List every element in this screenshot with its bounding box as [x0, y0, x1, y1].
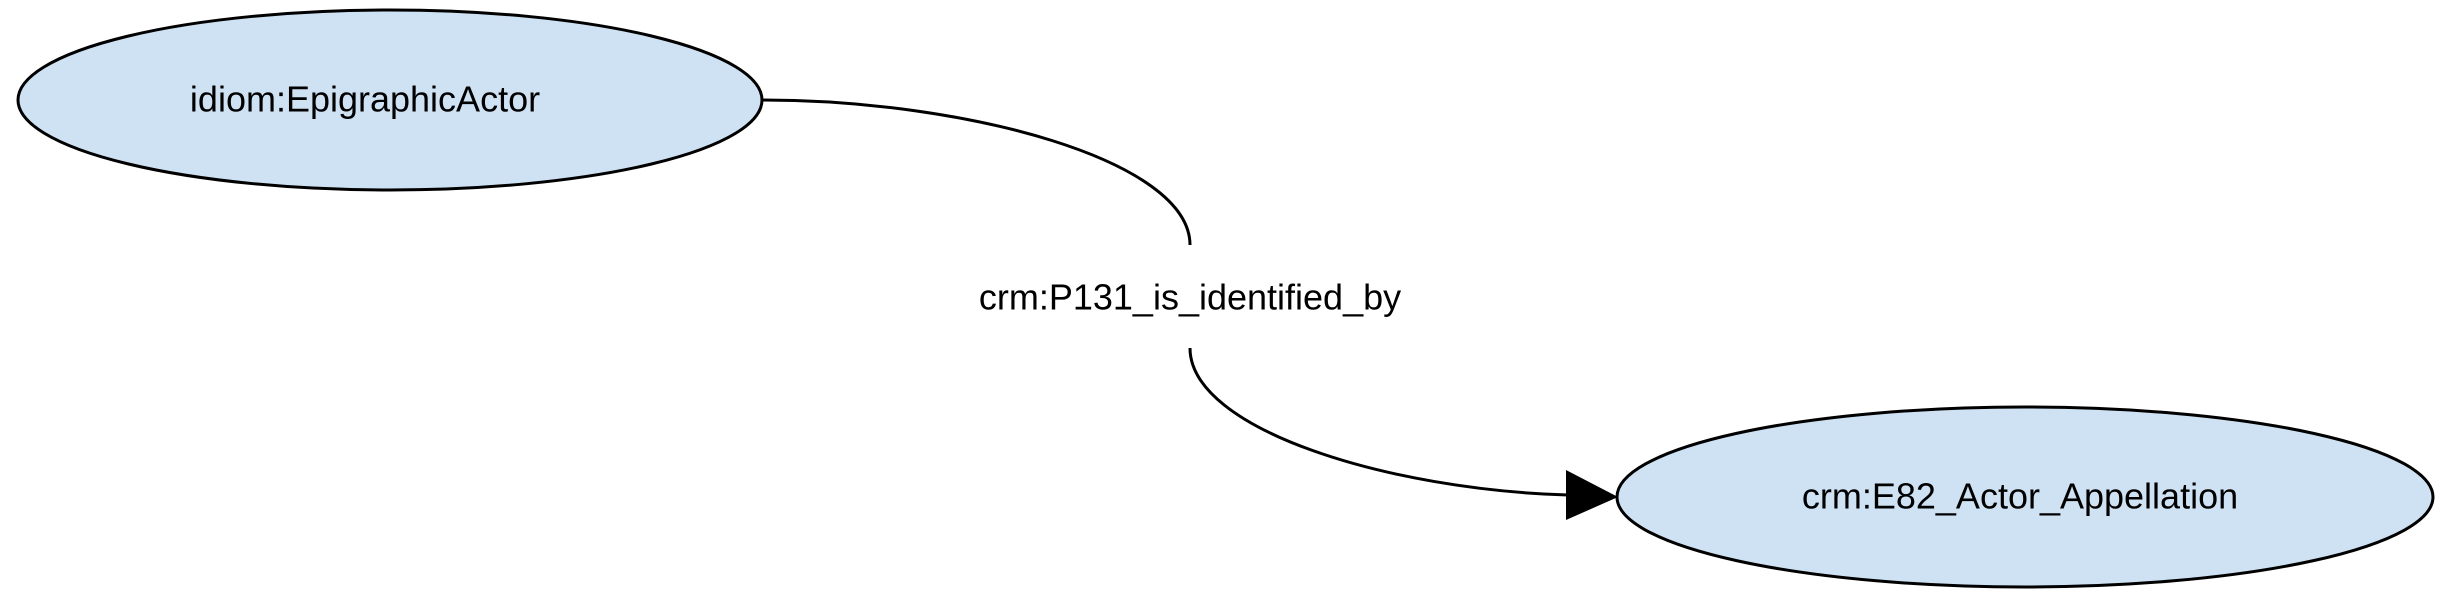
node-ellipse — [16, 8, 764, 192]
edge-identified-by: crm:P131_is_identified_by — [762, 98, 1618, 520]
node-ellipse — [1615, 405, 2435, 589]
edge-line-lower — [1188, 347, 1569, 497]
node-label: idiom:EpigraphicActor — [190, 79, 540, 120]
node-label: crm:E82_Actor_Appellation — [1802, 476, 2238, 517]
edge-label: crm:P131_is_identified_by — [979, 277, 1401, 318]
arrowhead-icon — [1566, 470, 1618, 520]
node-actor-appellation: crm:E82_Actor_Appellation — [1615, 405, 2435, 589]
node-epigraphic-actor: idiom:EpigraphicActor — [16, 8, 764, 192]
edge-line-upper — [762, 98, 1192, 246]
